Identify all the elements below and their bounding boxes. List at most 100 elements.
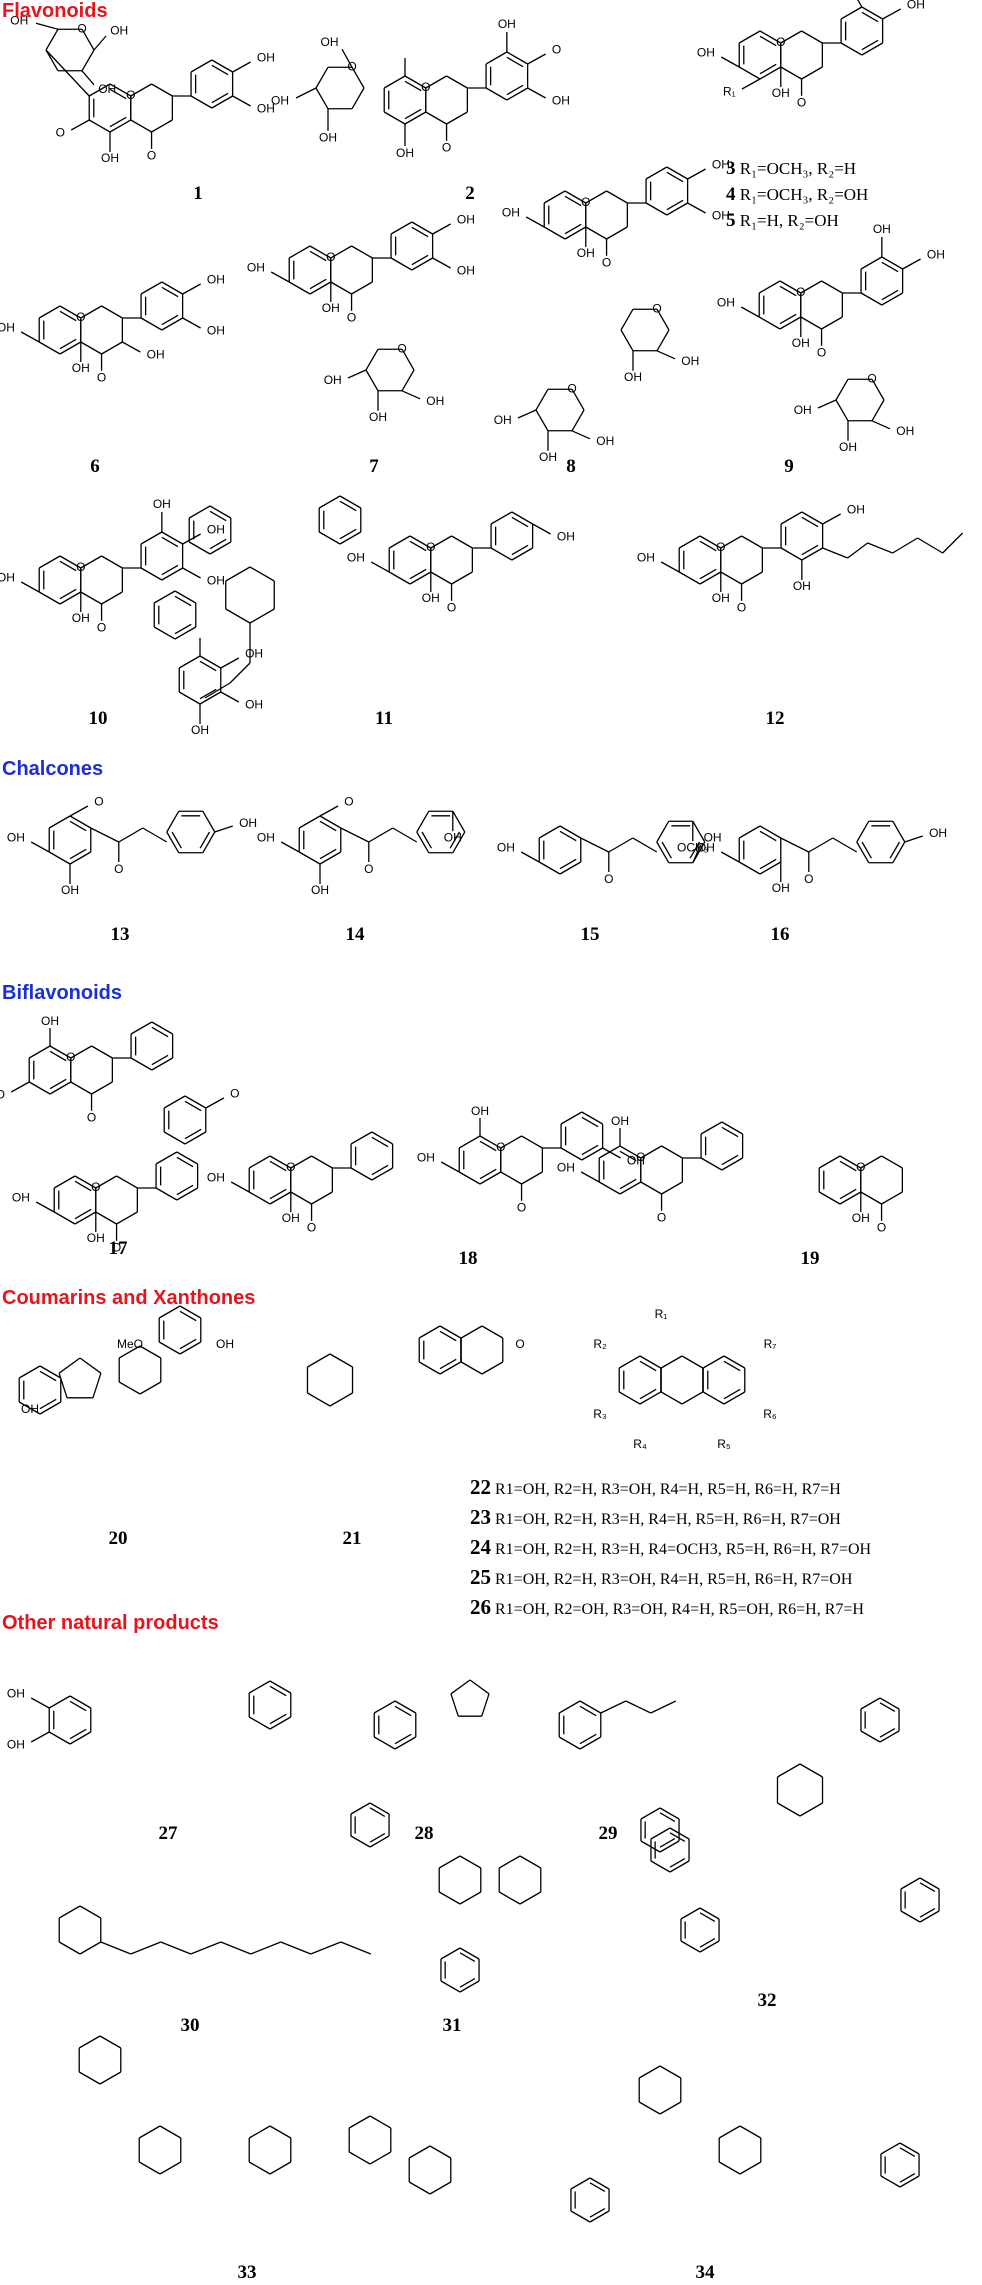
bond — [209, 510, 227, 522]
atom-label: OH — [257, 831, 275, 845]
bond — [780, 547, 803, 561]
bond — [650, 1700, 677, 1714]
atom-label: OH — [7, 831, 25, 845]
bond — [371, 1136, 389, 1148]
atom-label: OH — [497, 841, 515, 855]
atom-label: O — [56, 126, 65, 140]
compound-number: 20 — [108, 1528, 128, 1549]
compound-number: 34 — [695, 2262, 715, 2283]
bond — [329, 1353, 353, 1368]
atom-label: OH — [896, 424, 914, 438]
bond — [166, 810, 180, 833]
compound-number: 28 — [414, 1823, 434, 1844]
bond — [311, 1155, 333, 1169]
atom-label: O — [344, 795, 353, 809]
bond — [517, 409, 537, 419]
bond — [560, 1111, 583, 1125]
bond — [780, 30, 802, 44]
bond — [656, 820, 670, 843]
bond — [339, 500, 357, 512]
bond — [880, 2175, 901, 2188]
bond — [59, 305, 82, 319]
bond — [79, 1905, 102, 1919]
section-title-flavonoids: Flavonoids — [2, 0, 108, 22]
bond — [521, 1135, 543, 1149]
bond — [70, 119, 90, 131]
compound-number: 16 — [770, 924, 790, 945]
atom-label: OH — [457, 264, 475, 278]
bond — [232, 61, 251, 73]
atom-label: O — [567, 381, 576, 395]
compound-number: 1 — [193, 183, 203, 204]
bond — [721, 1121, 743, 1135]
bond — [856, 841, 870, 864]
bond — [871, 378, 885, 401]
bond — [290, 1155, 312, 1169]
atom-label: OH — [498, 17, 516, 31]
bond — [559, 830, 577, 842]
bond — [161, 531, 183, 545]
bond — [53, 1211, 76, 1225]
bond — [99, 2035, 122, 2049]
bond — [315, 66, 329, 89]
bond — [80, 305, 102, 319]
bond — [70, 1045, 92, 1059]
bond — [439, 1361, 462, 1375]
bond — [280, 841, 300, 853]
compound-number: 18 — [458, 1248, 478, 1269]
bond — [81, 70, 95, 86]
bond — [879, 1702, 896, 1712]
bond — [821, 280, 843, 294]
bond — [69, 1731, 92, 1745]
bond — [919, 1882, 936, 1892]
structure-33 — [78, 2035, 452, 2195]
bond — [800, 316, 822, 330]
bond — [892, 841, 906, 864]
bond — [394, 1736, 417, 1750]
bond — [188, 541, 211, 555]
compound-number: 27 — [158, 1823, 178, 1844]
bond — [459, 1891, 482, 1905]
bond — [270, 271, 290, 283]
bond — [118, 827, 144, 843]
atom-label: OH — [552, 94, 570, 108]
bond — [45, 28, 59, 51]
bond — [458, 1171, 481, 1185]
bond — [369, 1833, 386, 1843]
bond — [779, 280, 802, 294]
bond — [70, 1081, 92, 1095]
bond — [564, 190, 587, 204]
atom-label: OH — [927, 248, 945, 262]
bond — [564, 226, 587, 240]
bond — [166, 831, 180, 854]
atom-label: R₃ — [593, 1407, 607, 1421]
atom-label: O — [604, 872, 613, 886]
bond — [856, 820, 870, 843]
bond — [30, 1697, 50, 1709]
bond — [351, 281, 373, 295]
bond — [340, 827, 370, 843]
bond — [645, 166, 668, 180]
compound-number: 4 — [726, 184, 736, 205]
bond — [892, 820, 906, 843]
bond — [140, 317, 163, 331]
atom-label: OH — [839, 440, 857, 454]
bond — [39, 1370, 57, 1382]
bond — [159, 2125, 182, 2139]
bond — [438, 1891, 461, 1905]
bond — [269, 1160, 287, 1172]
atom-label: O — [867, 371, 876, 385]
atom-label: OH — [347, 551, 365, 565]
bond — [319, 848, 337, 860]
bond — [409, 571, 432, 585]
bond — [178, 655, 201, 669]
bond — [666, 171, 684, 183]
bond — [839, 1155, 862, 1169]
bond — [161, 317, 183, 331]
compound-number: 7 — [369, 456, 379, 477]
bond — [59, 310, 77, 322]
atom-label: O — [737, 601, 746, 615]
bond — [202, 831, 216, 854]
bond — [661, 841, 672, 859]
